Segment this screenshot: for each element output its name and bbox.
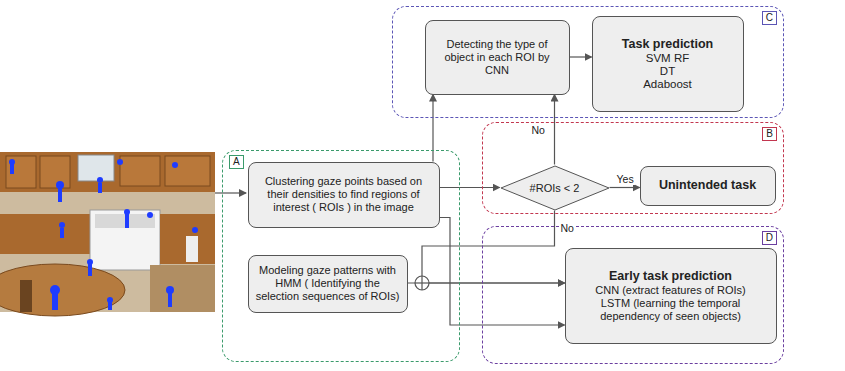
connector-arrow [440,187,500,188]
connector-arrow [554,95,555,165]
group-region: D Early task predictionCNN (extract featu… [482,226,784,364]
edge-label: No [531,124,546,136]
junction-symbol [415,276,429,290]
box-heading: Early task prediction [609,269,732,284]
edge-label: No [560,222,575,234]
kitchen-photo [0,152,215,316]
edge-label: Yes [616,173,635,185]
box-text: CNN (extract features of ROIs) [595,284,745,297]
box-text: LSTM (learning the temporal dependency o… [572,297,770,323]
output-box: Task predictionSVM RF DT Adaboost [592,16,744,112]
box-text: #ROIs < 2 [530,182,580,194]
box-text: Modeling gaze patterns with HMM ( Identi… [255,264,401,303]
box-text: Clustering gaze points based on their de… [255,175,433,214]
box-heading: Task prediction [622,37,713,52]
group-region: C Detecting the type of object in each RO… [392,6,784,118]
process-box: Detecting the type of object in each ROI… [425,20,570,95]
group-letter: B [762,127,777,141]
output-box: Early task predictionCNN (extract featur… [565,248,777,344]
group-letter: C [762,11,777,25]
connector-arrow [610,187,640,188]
group-region: A Clustering gaze points based on their d… [222,150,460,362]
connector-arrow [440,218,565,326]
group-letter: A [229,155,244,169]
output-box: Unintended task [640,166,776,206]
connector-arrow [422,211,565,284]
input-arrow [215,192,246,193]
connector-arrow [570,56,592,57]
box-text: SVM RF DT Adaboost [643,52,692,91]
group-region: B #ROIs < 2 Unintended task [482,122,784,214]
process-box: Clustering gaze points based on their de… [248,162,440,228]
group-letter: D [762,231,777,245]
box-text: Detecting the type of object in each ROI… [432,38,563,77]
box-text: Unintended task [659,178,756,193]
decision-diamond: #ROIs < 2 [500,165,610,211]
process-box: Modeling gaze patterns with HMM ( Identi… [248,255,408,313]
connector-arrow [432,95,433,162]
